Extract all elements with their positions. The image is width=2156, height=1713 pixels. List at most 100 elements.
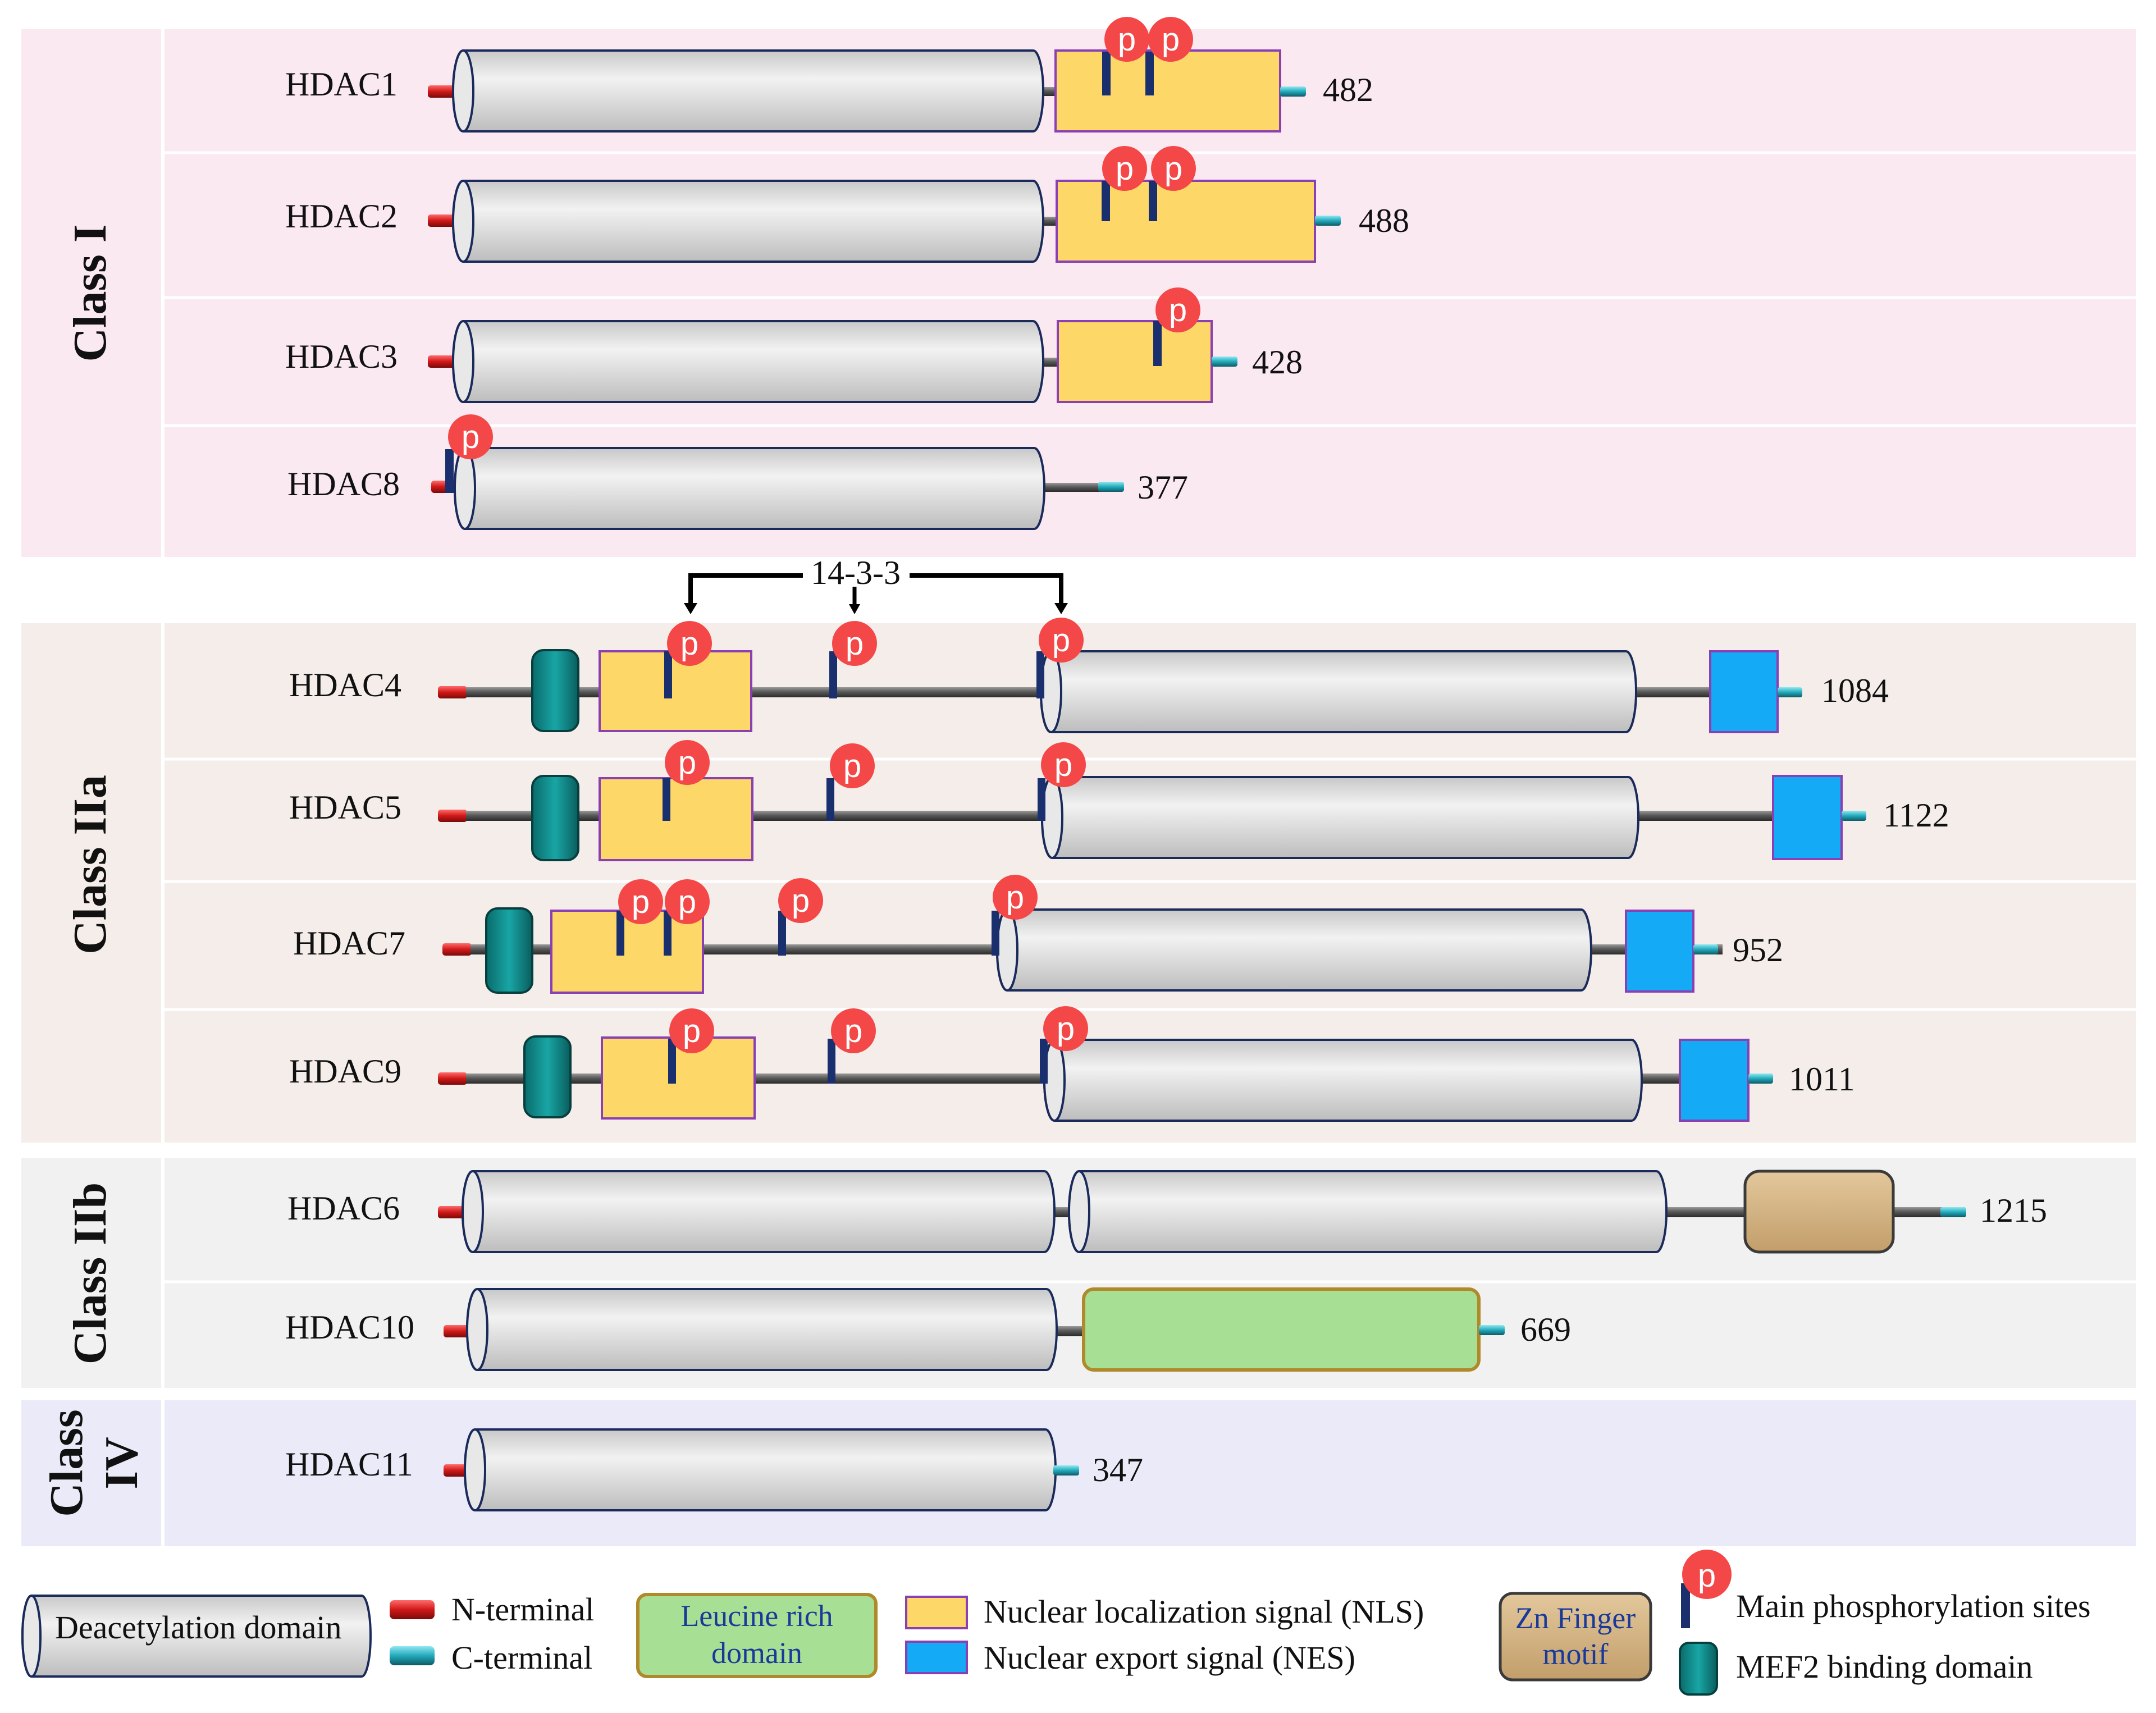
phospho-bubble (665, 740, 710, 785)
phospho-bubble (1151, 146, 1196, 191)
phospho-bubble (778, 878, 823, 923)
phospho-bubble (448, 414, 493, 459)
phospho-site (826, 778, 834, 821)
n-terminal (442, 943, 472, 956)
phospho-label: p (632, 884, 650, 920)
legend-nls-label: Nuclear localization signal (NLS) (984, 1593, 1424, 1630)
n-terminal (438, 1072, 467, 1085)
protein-name: HDAC6 (287, 1190, 400, 1227)
phospho-site (1040, 1039, 1048, 1084)
leucine-rich-domain (1082, 1287, 1481, 1372)
protein-name: HDAC5 (289, 789, 401, 826)
protein-row-hdac6: HDAC6 1215 (287, 1170, 2047, 1254)
phospho-site (992, 911, 999, 956)
protein-name: HDAC3 (285, 338, 398, 375)
c-terminal (1940, 1207, 1966, 1217)
phospho-bubble (669, 1008, 714, 1053)
phospho-label: p (1006, 879, 1024, 916)
phospho-bubble (1041, 742, 1086, 787)
phospho-label: p (846, 625, 864, 662)
phospho-label: p (1054, 747, 1072, 783)
phospho-label: p (683, 1013, 701, 1049)
phospho-site (1102, 181, 1110, 221)
protein-row-hdac11: HDAC11 347 (285, 1428, 1143, 1511)
legend-c-terminal-swatch (390, 1646, 435, 1665)
nls-domain (1054, 49, 1281, 133)
legend-mef2-swatch (1679, 1642, 1718, 1696)
protein-row-hdac2: HDAC2 p p 488 (285, 146, 1409, 263)
c-terminal (1842, 811, 1866, 821)
nes-domain (1709, 650, 1779, 733)
protein-length: 1011 (1789, 1061, 1855, 1098)
protein-row-hdac5: HDAC5 p p p 1122 (289, 740, 1949, 861)
deacetylation-domain (454, 447, 1045, 530)
phospho-bubble (667, 621, 712, 666)
protein-name: HDAC2 (285, 198, 398, 235)
protein-length: 1215 (1980, 1192, 2047, 1229)
protein-name: HDAC4 (289, 666, 401, 704)
legend-mef2-label: MEF2 binding domain (1736, 1648, 2032, 1685)
n-terminal (428, 355, 456, 368)
protein-row-hdac7: HDAC7 p p p p 952 (293, 875, 1783, 994)
phospho-label: p (678, 884, 696, 920)
protein-row-hdac4: HDAC4 p p p 1084 (289, 618, 1889, 733)
phospho-label: p (678, 744, 696, 781)
legend-phospho-site-swatch (1681, 1583, 1690, 1628)
protein-length: 1084 (1821, 672, 1889, 709)
zn-finger-motif (1743, 1170, 1895, 1254)
phospho-label: p (844, 1013, 862, 1049)
protein-row-hdac9: HDAC9 p p p 1011 (289, 1006, 1855, 1122)
phospho-bubble (618, 879, 663, 924)
phospho-bubble (830, 743, 875, 788)
mef2-binding-domain (523, 1035, 572, 1118)
nls-domain (599, 650, 752, 732)
deacetylation-domain (1040, 650, 1637, 733)
legend-zn-finger: Zn Finger motif (1499, 1592, 1652, 1682)
phospho-site (829, 651, 837, 698)
legend: Deacetylation domain N-terminal C-termin… (21, 1550, 2091, 1696)
protein-row-hdac8: HDAC8 p 377 (287, 414, 1188, 530)
legend-nes-swatch (905, 1641, 968, 1674)
c-terminal (1479, 1325, 1505, 1335)
phospho-bubble (832, 621, 877, 666)
phospho-bubble (665, 879, 710, 924)
nes-domain (1625, 910, 1694, 993)
phospho-bubble (993, 875, 1038, 920)
nls-domain (1056, 180, 1316, 263)
phospho-site (828, 1039, 835, 1084)
phospho-site (616, 911, 624, 956)
phospho-label: p (1169, 292, 1187, 328)
legend-phospho-symbol: p (1698, 1557, 1716, 1594)
legend-leucine-line1: Leucine rich (680, 1599, 833, 1633)
phospho-bubble (1148, 17, 1193, 62)
c-terminal (1693, 944, 1718, 954)
deacetylation-domain (452, 180, 1044, 263)
n-terminal (438, 1206, 467, 1218)
phospho-site (1102, 52, 1111, 95)
legend-zn-line1: Zn Finger (1515, 1601, 1636, 1635)
phospho-site (663, 778, 670, 821)
legend-nes-label: Nuclear export signal (NES) (984, 1639, 1355, 1676)
protein-length: 488 (1359, 202, 1409, 239)
n-terminal (438, 810, 467, 822)
protein-name: HDAC8 (287, 465, 400, 503)
phospho-label: p (680, 625, 698, 662)
protein-name: HDAC7 (293, 925, 405, 962)
protein-length: 347 (1093, 1451, 1143, 1488)
phospho-site (1145, 52, 1154, 95)
class-i-label: Class I (64, 224, 116, 362)
legend-signals: Nuclear localization signal (NLS) Nuclea… (905, 1593, 1424, 1676)
phospho-site (1036, 651, 1044, 698)
legend-nls-swatch (905, 1596, 968, 1629)
phospho-bubble (1102, 146, 1147, 191)
legend-leucine-line2: domain (711, 1636, 802, 1670)
protein-name: HDAC11 (285, 1446, 413, 1483)
c-terminal (1748, 1074, 1773, 1084)
legend-n-terminal-swatch (390, 1600, 435, 1619)
nes-domain (1679, 1039, 1750, 1122)
phospho-site (664, 911, 672, 956)
nls-domain (601, 1036, 756, 1120)
phospho-site (445, 449, 454, 493)
phospho-label: p (1116, 150, 1134, 187)
